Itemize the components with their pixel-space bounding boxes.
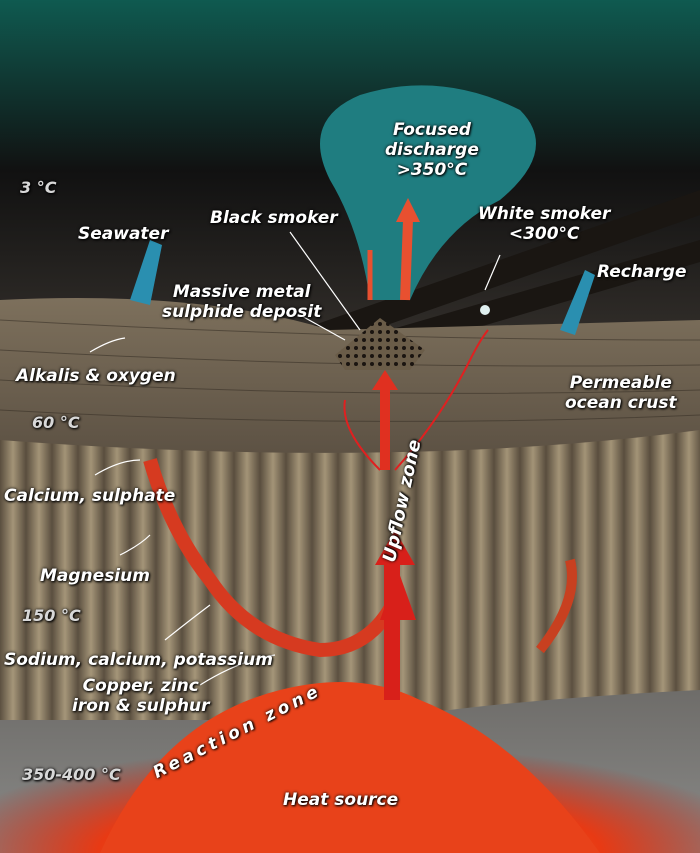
text-line: ocean crust — [565, 393, 677, 413]
text-line: iron & sulphur — [72, 696, 210, 716]
text-line: <300°C — [508, 224, 580, 244]
temp-350-400c: 350-400 °C — [22, 765, 121, 784]
text-line: discharge — [385, 140, 479, 160]
temp-60c: 60 °C — [32, 413, 80, 432]
label-magnesium: Magnesium — [40, 566, 150, 586]
text-line: Permeable — [569, 373, 672, 393]
label-copper: Copper, zinc iron & sulphur — [72, 676, 209, 716]
text-line: White smoker — [478, 204, 611, 224]
text-line: >350°C — [396, 160, 468, 180]
label-black-smoker: Black smoker — [210, 208, 338, 228]
label-sodium: Sodium, calcium, potassium — [4, 650, 273, 670]
label-calcium-sulphate: Calcium, sulphate — [4, 486, 176, 506]
temp-3c: 3 °C — [20, 178, 57, 197]
text-line: Focused — [392, 120, 471, 140]
label-recharge: Recharge — [597, 262, 687, 282]
text-line: Copper, zinc — [82, 676, 199, 696]
label-white-smoker: White smoker <300°C — [478, 204, 610, 244]
text-line: Massive metal — [172, 282, 311, 302]
label-heat-source: Heat source — [283, 790, 399, 810]
label-alkalis: Alkalis & oxygen — [16, 366, 176, 386]
text-line: sulphide deposit — [162, 302, 322, 322]
label-focused-discharge: Focused discharge >350°C — [385, 120, 479, 180]
label-permeable: Permeable ocean crust — [565, 373, 677, 413]
label-seawater: Seawater — [78, 224, 169, 244]
temp-150c: 150 °C — [22, 606, 81, 625]
label-massive-deposit: Massive metal sulphide deposit — [162, 282, 321, 322]
